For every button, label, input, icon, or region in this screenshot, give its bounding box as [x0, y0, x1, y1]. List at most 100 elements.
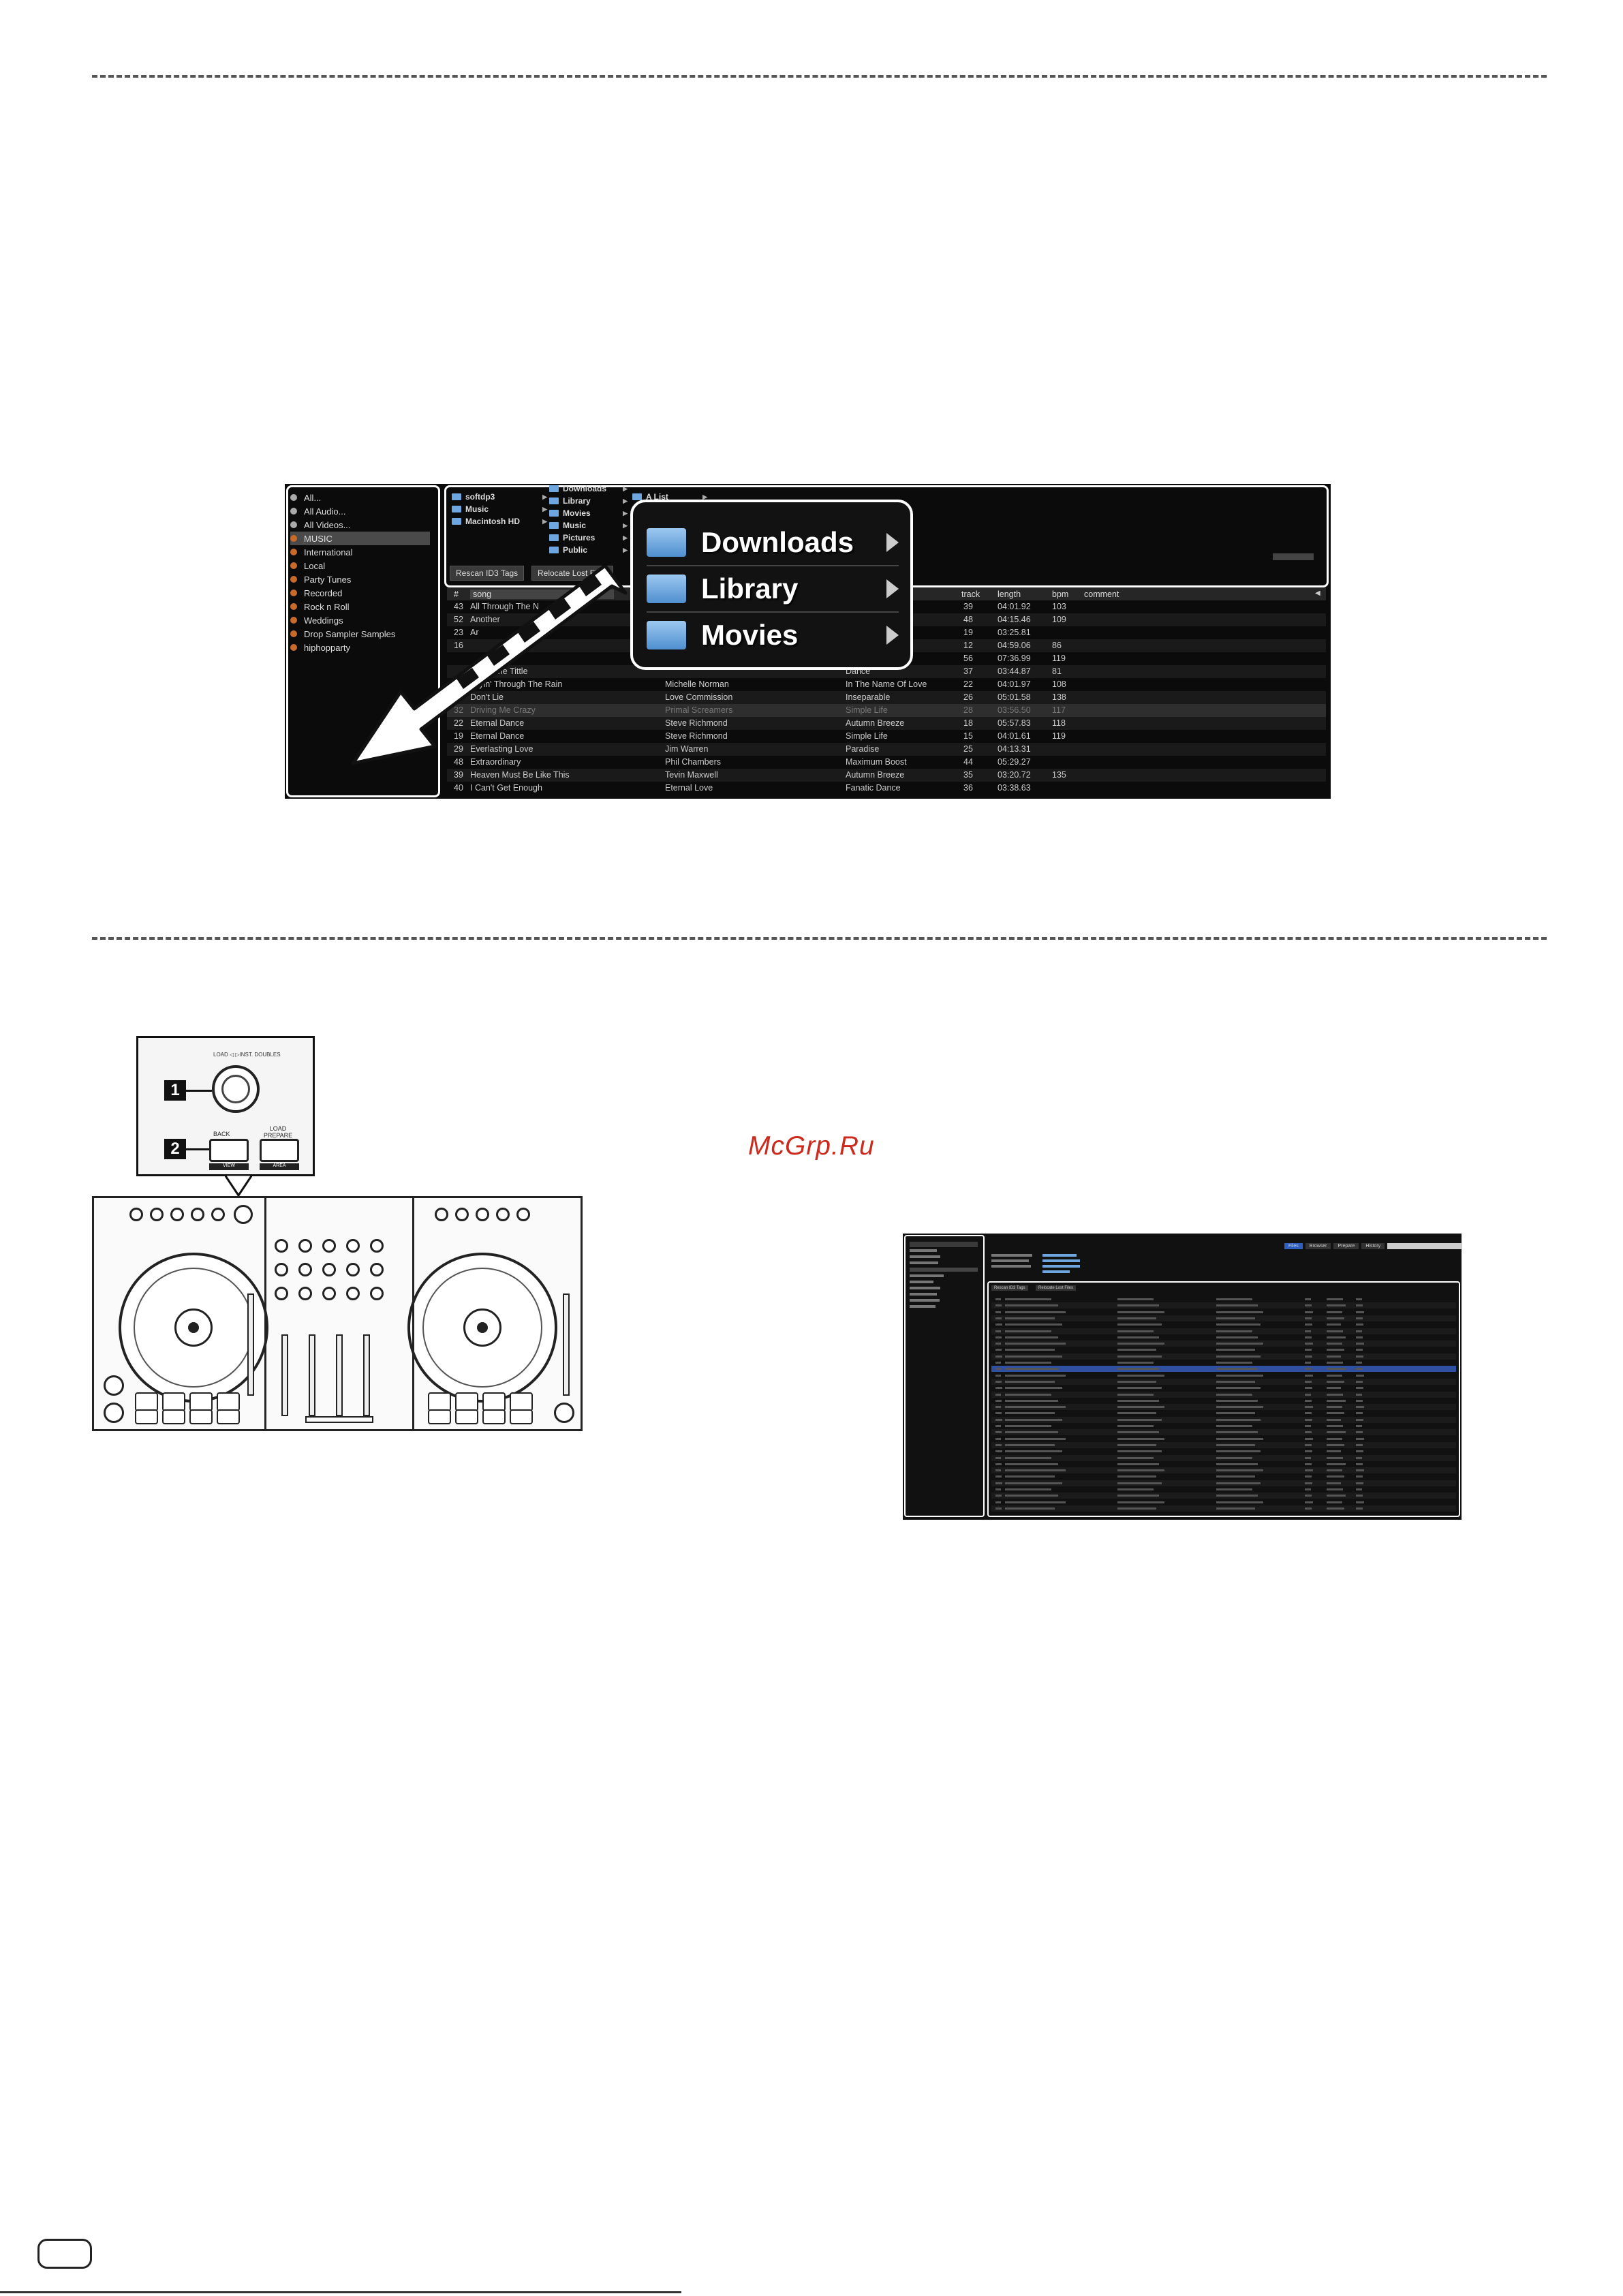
- fx-knob[interactable]: [191, 1208, 204, 1221]
- performance-pad[interactable]: [217, 1392, 240, 1411]
- scroll-arrow-icon[interactable]: ◀: [1315, 590, 1320, 597]
- cue-button[interactable]: [554, 1403, 574, 1423]
- table-row[interactable]: [991, 1373, 1456, 1379]
- performance-pad[interactable]: [189, 1409, 213, 1424]
- eq-knob[interactable]: [346, 1287, 360, 1300]
- table-row[interactable]: [991, 1441, 1456, 1448]
- col-header-length[interactable]: length: [998, 590, 1021, 599]
- zoom-item-library[interactable]: Library: [647, 569, 899, 609]
- performance-pad[interactable]: [189, 1392, 213, 1411]
- tab-history[interactable]: History: [1361, 1243, 1385, 1249]
- eq-knob[interactable]: [346, 1263, 360, 1276]
- fx-knob[interactable]: [435, 1208, 448, 1221]
- table-row[interactable]: [991, 1296, 1456, 1302]
- right-jog-wheel[interactable]: [407, 1253, 557, 1403]
- table-row[interactable]: [991, 1473, 1456, 1480]
- fx-knob[interactable]: [150, 1208, 164, 1221]
- tempo-slider[interactable]: [247, 1294, 254, 1396]
- table-row[interactable]: [991, 1423, 1456, 1429]
- folder-tree-item[interactable]: Macintosh HD▶: [452, 515, 547, 527]
- folder-tree-item[interactable]: A List▶: [632, 491, 707, 503]
- sidebar-item[interactable]: Recorded: [290, 586, 342, 600]
- col-header-comment[interactable]: comment: [1084, 590, 1119, 599]
- folder-tree-item[interactable]: Library▶: [549, 495, 628, 507]
- performance-pad[interactable]: [217, 1409, 240, 1424]
- performance-pad[interactable]: [482, 1392, 506, 1411]
- rotary-selector-knob[interactable]: [212, 1065, 260, 1113]
- small-scroll-button[interactable]: [1273, 553, 1314, 560]
- performance-pad[interactable]: [162, 1409, 185, 1424]
- eq-knob[interactable]: [370, 1287, 384, 1300]
- table-row[interactable]: [991, 1309, 1456, 1315]
- sidebar-item[interactable]: Drop Sampler Samples: [290, 627, 395, 641]
- sidebar-item[interactable]: Party Tunes: [290, 572, 351, 586]
- crossfader[interactable]: [305, 1416, 373, 1423]
- performance-pad[interactable]: [482, 1409, 506, 1424]
- cue-button[interactable]: [104, 1375, 124, 1396]
- fx-knob[interactable]: [211, 1208, 225, 1221]
- eq-knob[interactable]: [370, 1263, 384, 1276]
- table-row[interactable]: [991, 1436, 1456, 1442]
- table-row[interactable]: [991, 1341, 1456, 1347]
- fx-knob[interactable]: [516, 1208, 530, 1221]
- channel-fader[interactable]: [363, 1334, 370, 1416]
- performance-pad[interactable]: [455, 1392, 478, 1411]
- table-row[interactable]: [991, 1461, 1456, 1467]
- performance-pad[interactable]: [510, 1392, 533, 1411]
- sidebar-item[interactable]: Weddings: [290, 613, 343, 627]
- folder-tree-item[interactable]: Downloads▶: [549, 483, 628, 495]
- eq-knob[interactable]: [298, 1287, 312, 1300]
- table-row[interactable]: [991, 1334, 1456, 1341]
- table-row[interactable]: [991, 1505, 1456, 1512]
- performance-pad[interactable]: [135, 1409, 158, 1424]
- sidebar-item[interactable]: All...: [290, 491, 321, 504]
- sidebar-item[interactable]: Rock n Roll: [290, 600, 349, 613]
- performance-pad[interactable]: [428, 1392, 451, 1411]
- table-row[interactable]: [991, 1328, 1456, 1334]
- performance-pad[interactable]: [455, 1409, 478, 1424]
- tab-files[interactable]: Files: [1284, 1243, 1303, 1249]
- play-button[interactable]: [104, 1403, 124, 1423]
- eq-knob[interactable]: [275, 1287, 288, 1300]
- tab-prepare[interactable]: Prepare: [1333, 1243, 1359, 1249]
- table-row[interactable]: [991, 1404, 1456, 1411]
- table-row[interactable]: [991, 1467, 1456, 1474]
- tempo-slider[interactable]: [563, 1294, 570, 1396]
- folder-tree-item[interactable]: softdp3▶: [452, 491, 547, 503]
- tab-browser[interactable]: Browser: [1305, 1243, 1331, 1249]
- folder-tree-item[interactable]: Movies▶: [549, 507, 628, 519]
- table-row[interactable]: [991, 1429, 1456, 1436]
- left-jog-wheel[interactable]: [119, 1253, 268, 1403]
- eq-knob[interactable]: [346, 1239, 360, 1253]
- sidebar-item[interactable]: All Audio...: [290, 504, 345, 518]
- performance-pad[interactable]: [510, 1409, 533, 1424]
- table-row[interactable]: [991, 1360, 1456, 1366]
- table-row[interactable]: [991, 1454, 1456, 1461]
- col-header-num[interactable]: #: [454, 590, 459, 599]
- eq-knob[interactable]: [322, 1263, 336, 1276]
- table-row[interactable]: [991, 1385, 1456, 1391]
- table-row[interactable]: [991, 1480, 1456, 1486]
- relocate-lost-files-button-small[interactable]: Relocate Lost Files: [1036, 1285, 1077, 1291]
- table-row[interactable]: [991, 1302, 1456, 1309]
- channel-fader[interactable]: [336, 1334, 343, 1416]
- zoom-item-downloads[interactable]: Downloads: [647, 523, 899, 562]
- table-row[interactable]: [991, 1410, 1456, 1416]
- folder-tree-item[interactable]: Public▶: [549, 544, 628, 556]
- fx-knob[interactable]: [170, 1208, 184, 1221]
- fx-knob[interactable]: [455, 1208, 469, 1221]
- table-row[interactable]: [991, 1378, 1456, 1385]
- sidebar-item[interactable]: International: [290, 545, 353, 559]
- eq-knob[interactable]: [275, 1263, 288, 1276]
- performance-pad[interactable]: [428, 1409, 451, 1424]
- fx-knob[interactable]: [476, 1208, 489, 1221]
- sidebar-item[interactable]: hiphopparty: [290, 641, 350, 654]
- channel-fader[interactable]: [309, 1334, 315, 1416]
- performance-pad[interactable]: [162, 1392, 185, 1411]
- table-row[interactable]: 23Are1903:25.81: [447, 626, 1326, 639]
